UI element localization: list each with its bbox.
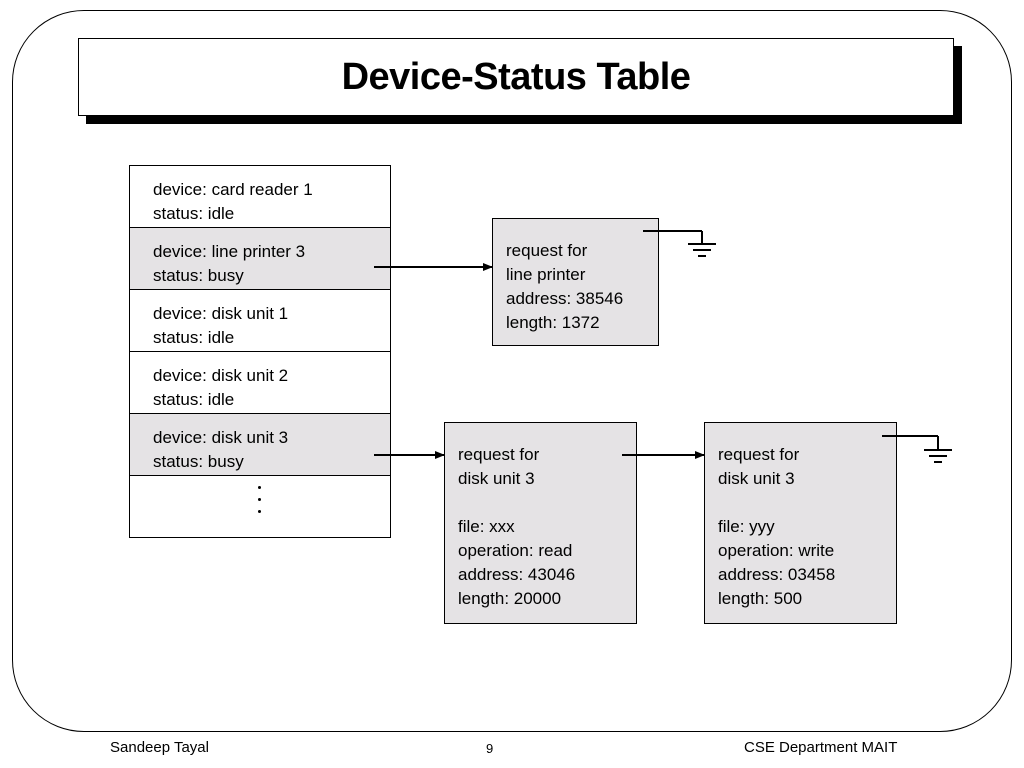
request-line: length: 1372 bbox=[506, 313, 600, 332]
request-line: address: 03458 bbox=[718, 565, 836, 584]
request-line: request for bbox=[506, 241, 588, 260]
request-line: file: yyy bbox=[718, 517, 775, 536]
title-box: Device-Status Table bbox=[78, 38, 954, 116]
device-status: status: busy bbox=[153, 452, 244, 471]
device-row-card-reader: device: card reader 1 status: idle bbox=[130, 166, 390, 228]
request-disk-unit-3-write: request for disk unit 3 file: yyy operat… bbox=[704, 422, 897, 624]
request-line: file: xxx bbox=[458, 517, 515, 536]
request-line: request for bbox=[458, 445, 540, 464]
request-disk-unit-3-read: request for disk unit 3 file: xxx operat… bbox=[444, 422, 637, 624]
device-row-disk-unit-3: device: disk unit 3 status: busy bbox=[130, 414, 390, 476]
request-line: operation: read bbox=[458, 541, 573, 560]
device-status: status: idle bbox=[153, 390, 235, 409]
device-row-disk-unit-1: device: disk unit 1 status: idle bbox=[130, 290, 390, 352]
request-line: disk unit 3 bbox=[458, 469, 535, 488]
request-line: disk unit 3 bbox=[718, 469, 795, 488]
device-status: status: idle bbox=[153, 204, 235, 223]
vertical-ellipsis-icon bbox=[258, 486, 264, 522]
request-line: length: 500 bbox=[718, 589, 803, 608]
device-row-disk-unit-2: device: disk unit 2 status: idle bbox=[130, 352, 390, 414]
footer-department: CSE Department MAIT bbox=[744, 739, 898, 756]
request-line: length: 20000 bbox=[458, 589, 562, 608]
device-name: device: disk unit 2 bbox=[153, 366, 289, 385]
request-line-printer: request for line printer address: 38546 … bbox=[492, 218, 659, 346]
device-status: status: idle bbox=[153, 328, 235, 347]
request-line: request for bbox=[718, 445, 800, 464]
request-line bbox=[458, 491, 636, 515]
request-line bbox=[718, 491, 896, 515]
device-name: device: disk unit 1 bbox=[153, 304, 289, 323]
slide-frame bbox=[12, 10, 1012, 732]
slide-title: Device-Status Table bbox=[341, 55, 691, 98]
device-status-table: device: card reader 1 status: idle devic… bbox=[129, 165, 391, 538]
footer-page-number: 9 bbox=[486, 741, 494, 756]
device-name: device: card reader 1 bbox=[153, 180, 313, 199]
request-line: address: 43046 bbox=[458, 565, 576, 584]
device-name: device: line printer 3 bbox=[153, 242, 306, 261]
request-line: operation: write bbox=[718, 541, 835, 560]
device-name: device: disk unit 3 bbox=[153, 428, 289, 447]
device-row-line-printer: device: line printer 3 status: busy bbox=[130, 228, 390, 290]
device-status: status: busy bbox=[153, 266, 244, 285]
device-row-ellipsis bbox=[130, 476, 390, 537]
footer-author: Sandeep Tayal bbox=[110, 739, 209, 756]
request-line: address: 38546 bbox=[506, 289, 624, 308]
request-line: line printer bbox=[506, 265, 586, 284]
